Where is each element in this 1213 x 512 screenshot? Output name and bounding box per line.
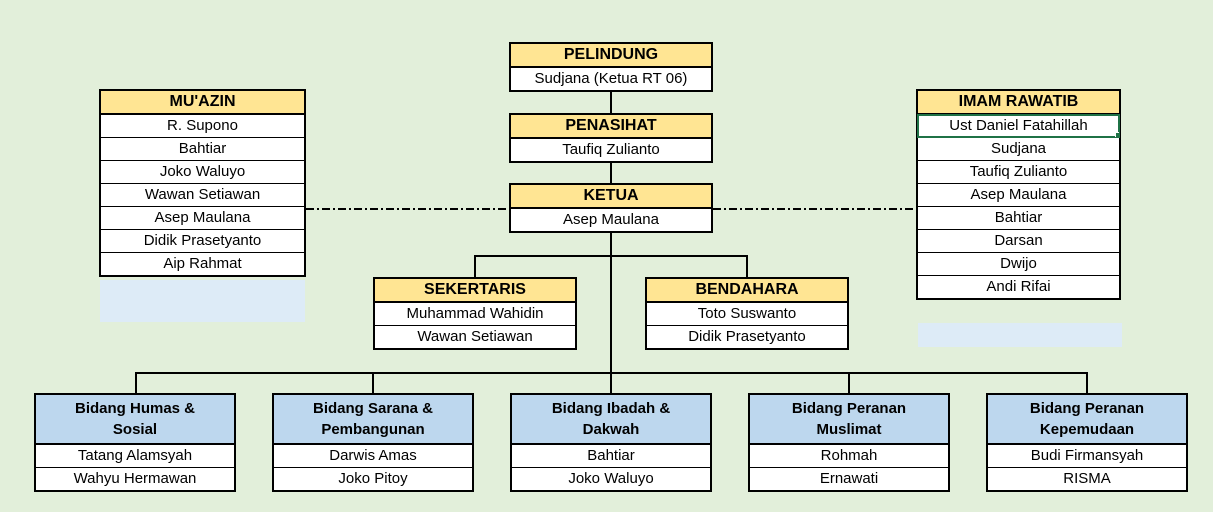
member-cell[interactable]: Bahtiar: [587, 447, 635, 464]
orgbox-pelindung: PELINDUNG Sudjana (Ketua RT 06): [509, 42, 713, 92]
member-cell[interactable]: Wawan Setiawan: [101, 183, 304, 206]
muazin-title[interactable]: MU'AZIN: [101, 91, 304, 115]
member-cell[interactable]: Wahyu Hermawan: [36, 467, 234, 490]
member-cell[interactable]: Tatang Alamsyah: [77, 447, 193, 464]
member-cell[interactable]: Dwijo: [918, 252, 1119, 275]
fill-handle[interactable]: [1115, 132, 1119, 137]
connector-bidang-bus: [135, 372, 1088, 374]
orgbox-bidang-peranan-kepemudaan: Bidang Peranan Kepemudaan Budi Firmansya…: [986, 393, 1188, 492]
member-cell[interactable]: Rohmah: [820, 447, 878, 464]
bidang-peranan-muslimat-title[interactable]: Bidang Peranan Muslimat: [750, 395, 948, 445]
orgbox-ketua: KETUA Asep Maulana: [509, 183, 713, 233]
connector-drop-bendahara: [746, 255, 748, 278]
member-cell[interactable]: Asep Maulana: [563, 211, 659, 228]
active-cell[interactable]: Ust Daniel Fatahillah: [917, 114, 1120, 138]
ketua-members: Asep Maulana: [511, 209, 711, 231]
member-cell[interactable]: Muhammad Wahidin: [406, 305, 544, 322]
member-cell[interactable]: R. Supono: [167, 117, 238, 134]
member-cell[interactable]: Aip Rahmat: [101, 252, 304, 275]
member-cell[interactable]: RISMA: [988, 467, 1186, 490]
orgbox-penasihat: PENASIHAT Taufiq Zulianto: [509, 113, 713, 163]
connector-drop-bidang-sarana: [372, 372, 374, 394]
connector-dashed-muazin-ketua: [306, 208, 509, 210]
member-cell[interactable]: Asep Maulana: [918, 183, 1119, 206]
connector-drop-sekertaris: [474, 255, 476, 278]
bidang-peranan-kepemudaan-title[interactable]: Bidang Peranan Kepemudaan: [988, 395, 1186, 445]
imam-rawatib-title[interactable]: IMAM RAWATIB: [918, 91, 1119, 115]
member-cell[interactable]: Andi Rifai: [918, 275, 1119, 298]
member-cell[interactable]: Wawan Setiawan: [375, 325, 575, 348]
empty-highlight-cell-right[interactable]: [918, 323, 1122, 347]
sekertaris-title[interactable]: SEKERTARIS: [375, 279, 575, 303]
member-cell[interactable]: Joko Waluyo: [512, 467, 710, 490]
member-cell[interactable]: Didik Prasetyanto: [101, 229, 304, 252]
bidang-sarana-pembangunan-title[interactable]: Bidang Sarana & Pembangunan: [274, 395, 472, 445]
member-cell[interactable]: Sudjana (Ketua RT 06): [534, 70, 688, 87]
member-cell[interactable]: Darwis Amas: [329, 447, 417, 464]
ketua-title[interactable]: KETUA: [511, 185, 711, 209]
bendahara-title[interactable]: BENDAHARA: [647, 279, 847, 303]
connector-center-down: [610, 255, 612, 394]
member-cell[interactable]: Asep Maulana: [101, 206, 304, 229]
bidang-ibadah-dakwah-title[interactable]: Bidang Ibadah & Dakwah: [512, 395, 710, 445]
connector-drop-bidang-muslimat: [848, 372, 850, 394]
pelindung-title[interactable]: PELINDUNG: [511, 44, 711, 68]
member-cell[interactable]: Toto Suswanto: [697, 305, 797, 322]
member-cell[interactable]: Taufiq Zulianto: [918, 160, 1119, 183]
member-cell[interactable]: Budi Firmansyah: [1030, 447, 1144, 464]
member-cell[interactable]: Taufiq Zulianto: [562, 141, 660, 158]
member-cell[interactable]: Bahtiar: [918, 206, 1119, 229]
member-cell[interactable]: Joko Waluyo: [101, 160, 304, 183]
penasihat-members: Taufiq Zulianto: [511, 139, 711, 161]
member-cell[interactable]: Bahtiar: [101, 137, 304, 160]
connector-drop-bidang-humas: [135, 372, 137, 394]
bidang-humas-sosial-title[interactable]: Bidang Humas & Sosial: [36, 395, 234, 445]
connector-dashed-ketua-imam: [713, 208, 916, 210]
member-cell[interactable]: Sudjana: [918, 137, 1119, 160]
member-cell[interactable]: Joko Pitoy: [274, 467, 472, 490]
member-cell[interactable]: Darsan: [918, 229, 1119, 252]
member-cell[interactable]: Ernawati: [750, 467, 948, 490]
connector-pelindung-penasihat: [610, 90, 612, 114]
connector-penasihat-ketua: [610, 161, 612, 184]
connector-drop-bidang-kepemudaan: [1086, 372, 1088, 394]
member-cell[interactable]: Didik Prasetyanto: [647, 325, 847, 348]
connector-ketua-down: [610, 231, 612, 256]
penasihat-title[interactable]: PENASIHAT: [511, 115, 711, 139]
empty-highlight-cell-left[interactable]: [100, 280, 305, 322]
pelindung-members: Sudjana (Ketua RT 06): [511, 68, 711, 90]
